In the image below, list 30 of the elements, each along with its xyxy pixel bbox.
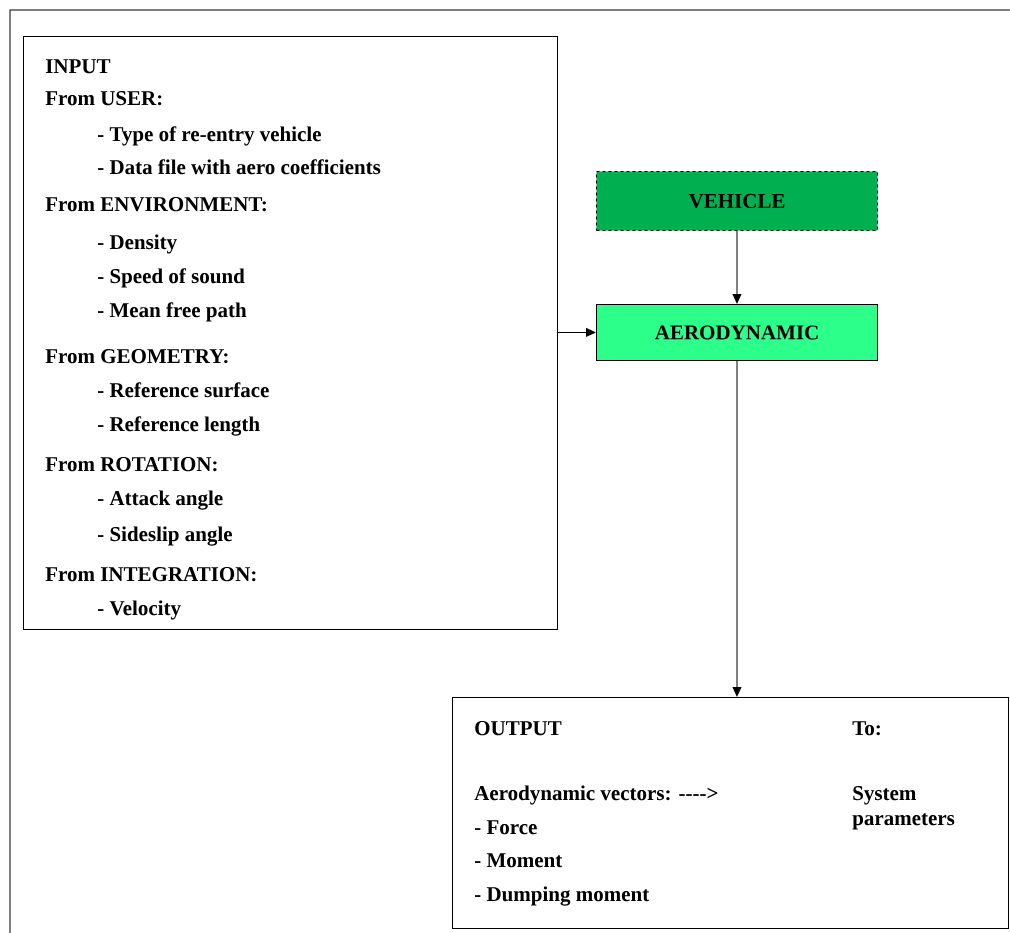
heading-text: From ROTATION: — [45, 457, 217, 472]
list-item-text: - Reference length — [97, 416, 260, 436]
heading-text: From ENVIRONMENT: — [45, 197, 266, 212]
input-box — [23, 36, 558, 630]
list-item-text: - Attack angle — [97, 490, 223, 510]
heading-text: From USER: — [45, 91, 162, 106]
heading-text: INPUT — [45, 59, 111, 74]
heading-text: From GEOMETRY: — [45, 349, 228, 364]
list-item-text: - Dumping moment — [474, 886, 650, 906]
arrow — [732, 230, 742, 304]
list-item-text: - Data file with aero coefficients — [97, 159, 381, 175]
list-item-text: - Moment — [474, 853, 563, 868]
vehicle-box: VEHICLE — [596, 171, 878, 231]
arrow — [732, 360, 742, 697]
heading-text: From INTEGRATION: — [45, 567, 256, 582]
list-item-text: - Density — [97, 234, 177, 254]
list-item-text: Aerodynamic vectors: ----> — [474, 785, 718, 805]
output-box — [452, 697, 1009, 929]
list-item-text: - Force — [474, 820, 537, 835]
heading-text: To: — [852, 721, 880, 736]
list-item-text: - Velocity — [97, 600, 181, 620]
list-item-text: - Reference surface — [97, 382, 269, 398]
heading-text: OUTPUT — [475, 721, 562, 736]
list-item-text: - Type of re-entry vehicle — [97, 126, 321, 146]
list-item-text: System parameters — [852, 786, 955, 830]
list-item-text: - Speed of sound — [97, 268, 245, 288]
list-item-text: - Mean free path — [97, 302, 247, 322]
list-item-text: - Sideslip angle — [97, 526, 233, 546]
arrow — [557, 328, 596, 337]
process-box: AERODYNAMIC — [596, 304, 878, 361]
